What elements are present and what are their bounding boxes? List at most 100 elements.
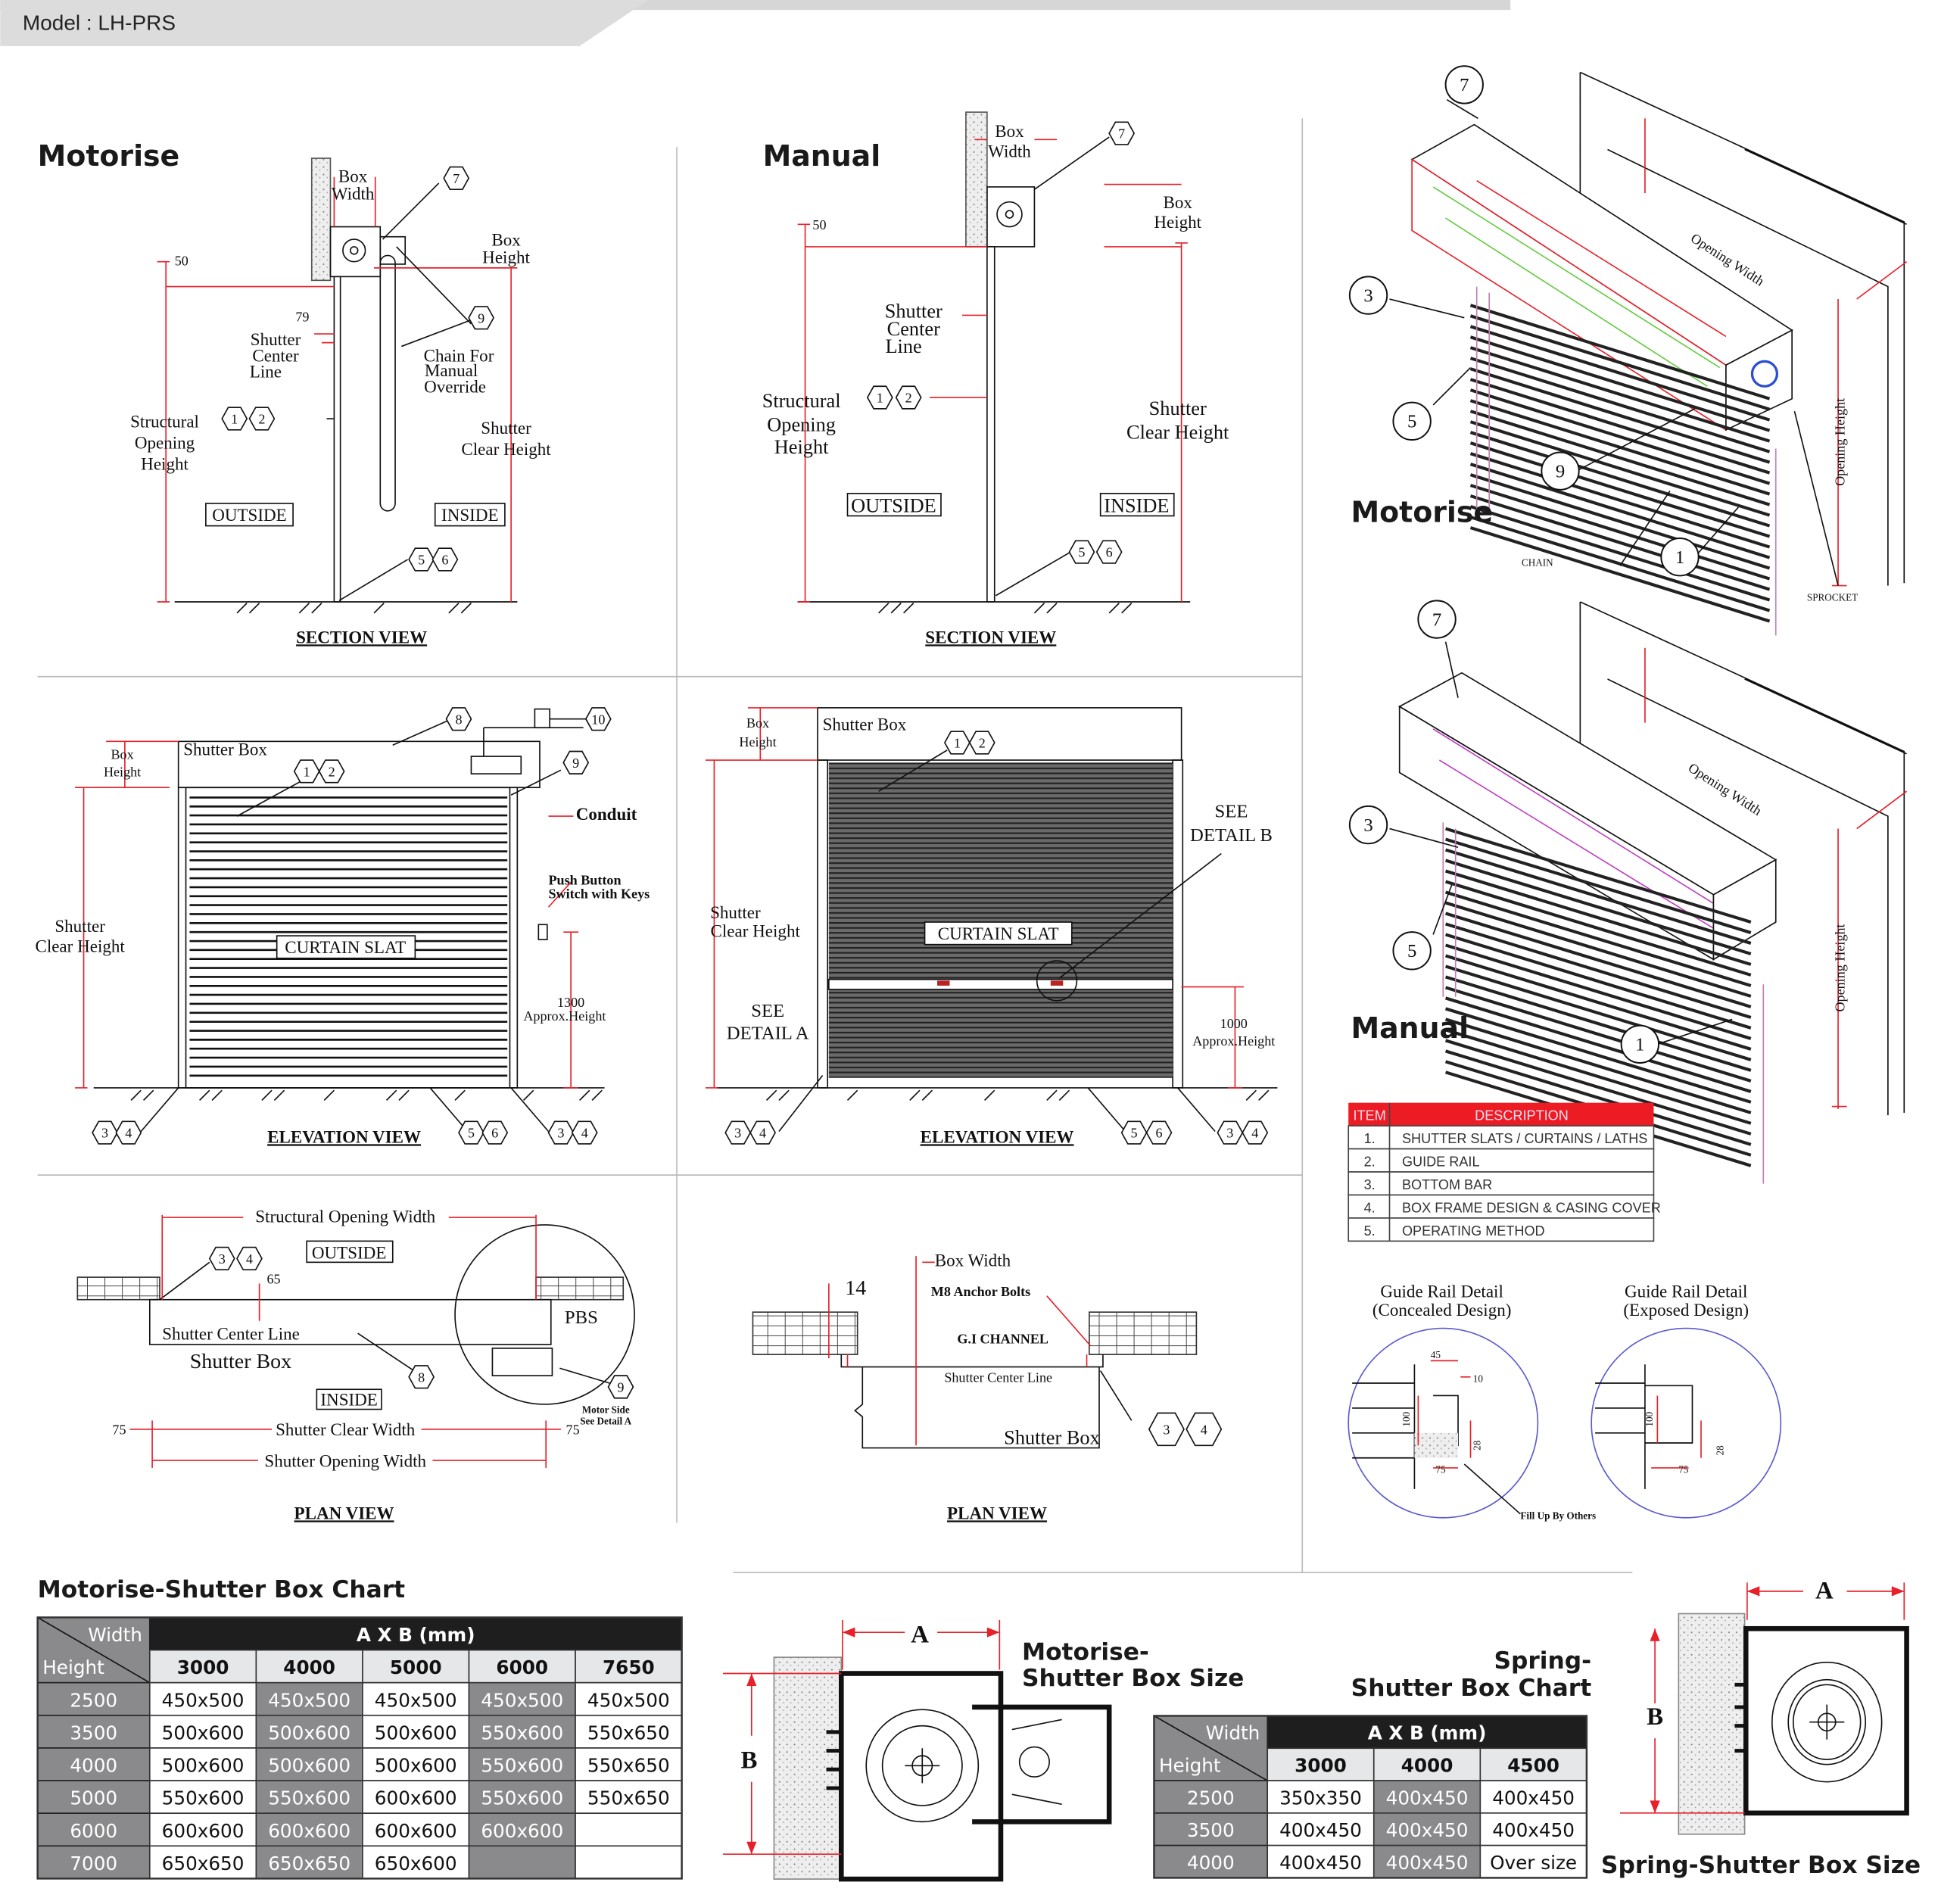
callout-number: 1 bbox=[1675, 547, 1684, 568]
iso-slat bbox=[1444, 1039, 1752, 1136]
iso-slat bbox=[1469, 378, 1771, 475]
table-cell bbox=[362, 1812, 470, 1847]
table-cell bbox=[362, 1845, 470, 1880]
callout-number: 2 bbox=[258, 412, 265, 427]
cell-value: 650x650 bbox=[268, 1853, 351, 1874]
iso-slat bbox=[1444, 1028, 1752, 1125]
table-cell bbox=[255, 1780, 363, 1814]
table-cell bbox=[148, 1681, 257, 1716]
item-description: OPERATING METHOD bbox=[1402, 1223, 1545, 1239]
callout-number: 3 bbox=[734, 1126, 741, 1141]
iso-slat bbox=[1469, 441, 1771, 538]
cell-value: 500x600 bbox=[162, 1755, 245, 1777]
cell-value: 350x350 bbox=[1279, 1787, 1362, 1809]
dim-75: 75 bbox=[1435, 1464, 1446, 1476]
gi-channel-label: G.I CHANNEL bbox=[957, 1331, 1048, 1346]
corner-width-label: Width bbox=[1206, 1722, 1260, 1744]
corner-diagonal bbox=[1154, 1715, 1268, 1781]
cell-value: 500x600 bbox=[268, 1755, 351, 1777]
callout-4: 4 bbox=[236, 1246, 263, 1271]
cell-value: 450x500 bbox=[481, 1689, 563, 1711]
width-header: 6000 bbox=[496, 1656, 548, 1678]
iso-slat bbox=[1469, 473, 1771, 570]
dim-a: A bbox=[1815, 1578, 1834, 1605]
motorise-box-size-title: Motorise-Shutter Box Size bbox=[1022, 1638, 1244, 1692]
opening-height-label: Opening Height bbox=[1832, 398, 1847, 486]
conduit-label: Conduit bbox=[576, 804, 637, 824]
callout-5: 5 bbox=[1392, 931, 1432, 971]
items-row bbox=[1348, 1194, 1655, 1219]
iso-manual-drawing: Manual Opening Width Opening Height 7 3 … bbox=[1348, 600, 1908, 1184]
cell-value: 450x500 bbox=[268, 1689, 351, 1711]
callout-number: 5 bbox=[1131, 1126, 1138, 1141]
dim-28: 28 bbox=[1715, 1445, 1726, 1456]
items-header-row bbox=[1348, 1102, 1654, 1127]
width-header: 4000 bbox=[1401, 1755, 1454, 1777]
callout-number: 10 bbox=[591, 712, 605, 727]
cell-value: 600x600 bbox=[162, 1820, 245, 1842]
width-header-cell bbox=[575, 1649, 683, 1684]
iso-slat bbox=[1444, 1007, 1752, 1104]
dim-28: 28 bbox=[1472, 1440, 1483, 1451]
iso-slat bbox=[1469, 516, 1771, 612]
guide-rail-exposed: Guide Rail Detail(Exposed Design) 100 28… bbox=[1591, 1281, 1782, 1519]
concealed-title: Guide Rail Detail(Concealed Design) bbox=[1372, 1281, 1512, 1320]
cell-value: 400x450 bbox=[1279, 1819, 1362, 1841]
width-header: 7650 bbox=[603, 1656, 655, 1678]
height-label: 4000 bbox=[70, 1755, 117, 1777]
callout-number: 3 bbox=[1163, 1422, 1170, 1437]
cell-value: 600x600 bbox=[375, 1787, 457, 1809]
callout-8: 8 bbox=[408, 1365, 435, 1389]
opening-width-label: Opening Width bbox=[1686, 760, 1765, 818]
width-header: 4500 bbox=[1507, 1755, 1559, 1777]
dim-100: 100 bbox=[1644, 1411, 1655, 1426]
callout-5: 5 bbox=[408, 547, 435, 572]
callout-3: 3 bbox=[92, 1120, 118, 1145]
items-row bbox=[1348, 1217, 1655, 1242]
width-header: 3000 bbox=[1295, 1755, 1347, 1777]
cell-value: 600x600 bbox=[268, 1820, 351, 1842]
callout-1: 1 bbox=[866, 385, 893, 410]
callout-9: 9 bbox=[607, 1375, 634, 1399]
callout-number: 7 bbox=[1118, 126, 1125, 142]
structural-opening-width-label: Structural Opening Width bbox=[255, 1207, 435, 1226]
table-cell bbox=[255, 1747, 363, 1781]
height-label: 3500 bbox=[70, 1722, 117, 1744]
cell-value: 550x600 bbox=[268, 1787, 351, 1809]
dim-10: 10 bbox=[1473, 1373, 1484, 1384]
iso-slat bbox=[1444, 964, 1752, 1061]
shutter-box-label: Shutter Box bbox=[183, 739, 267, 759]
callout-number: 3 bbox=[1363, 815, 1372, 836]
callout-number: 5 bbox=[468, 1126, 475, 1141]
table-cell bbox=[468, 1812, 576, 1847]
iso-slat bbox=[1469, 505, 1771, 602]
iso-slat bbox=[1444, 943, 1752, 1040]
item-number: 4. bbox=[1364, 1201, 1376, 1216]
height-label: 2500 bbox=[70, 1689, 117, 1711]
callout-number: 9 bbox=[478, 310, 484, 326]
table-cell bbox=[148, 1780, 257, 1814]
iso-slat bbox=[1444, 911, 1752, 1008]
view-title: ELEVATION VIEW bbox=[267, 1127, 421, 1146]
manual-plan-view: Box Width 14 M8 Anchor Bolts G.I CHANNEL… bbox=[752, 1250, 1223, 1522]
item-description: BOX FRAME DESIGN & CASING COVER bbox=[1402, 1201, 1661, 1216]
iso-slat bbox=[1469, 484, 1771, 581]
callout-number: 1 bbox=[1635, 1035, 1644, 1055]
cell-value: 400x450 bbox=[1386, 1819, 1469, 1841]
width-header: 5000 bbox=[390, 1656, 442, 1678]
callout-number: 9 bbox=[572, 756, 579, 771]
callout-10: 10 bbox=[584, 707, 612, 731]
unit-header bbox=[1267, 1715, 1587, 1749]
callout-3: 3 bbox=[724, 1120, 752, 1145]
callout-9: 9 bbox=[468, 306, 495, 330]
items-header-item: ITEM bbox=[1354, 1108, 1386, 1123]
opening-height-label: Opening Height bbox=[1832, 924, 1847, 1011]
spring-box-size-drawing: A B Spring-Shutter Box Size bbox=[1601, 1578, 1921, 1879]
corner-width-label: Width bbox=[88, 1624, 142, 1646]
corner-diagonal bbox=[37, 1616, 151, 1684]
item-description: BOTTOM BAR bbox=[1402, 1177, 1492, 1192]
